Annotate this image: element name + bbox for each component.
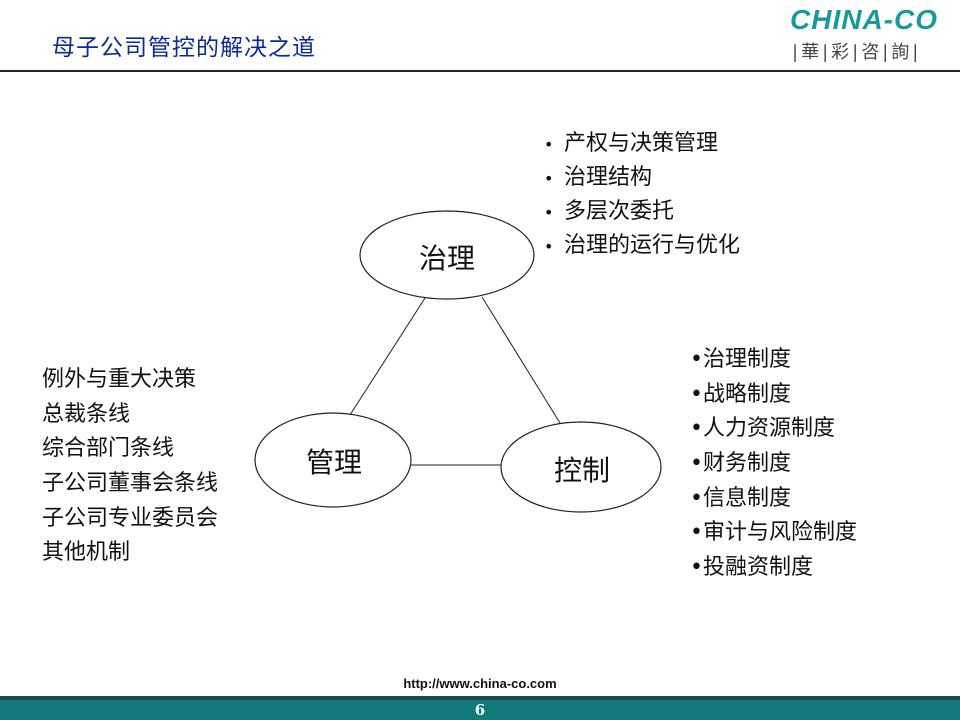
list-item: •人力资源制度 (690, 416, 835, 442)
list-item: •战略制度 (690, 381, 791, 407)
footer-bar (0, 696, 960, 720)
list-item: 例外与重大决策 (42, 367, 197, 392)
node-governance-ellipse (359, 210, 535, 300)
list-item: 子公司专业委员会 (42, 505, 219, 531)
footer-url: http://www.china-co.com (403, 676, 557, 691)
bullet-icon: • (544, 135, 554, 154)
list-item: •财务制度 (690, 451, 791, 477)
node-management-ellipse (254, 412, 412, 508)
node-management-label: 管理 (305, 446, 363, 479)
node-control-label: 控制 (553, 454, 611, 487)
node-control-ellipse (500, 421, 662, 513)
edge-governance-control (481, 296, 561, 424)
list-item: •投融资制度 (690, 555, 813, 581)
list-item: •审计与风险制度 (690, 520, 857, 546)
list-item: •治理的运行与优化 (544, 229, 740, 263)
node-governance-label: 治理 (418, 242, 476, 275)
edge-governance-management (349, 297, 426, 416)
bullet-icon: • (544, 203, 554, 222)
bullet-icon: • (544, 237, 554, 256)
list-item: 综合部门条线 (42, 436, 175, 462)
list-item: •治理制度 (690, 347, 791, 372)
list-item: •治理结构 (544, 161, 740, 195)
bullet-icon: • (544, 169, 554, 188)
list-item: 其他机制 (42, 540, 131, 566)
list-item: 总裁条线 (42, 401, 131, 427)
list-item: •多层次委托 (544, 195, 740, 229)
management-list: 例外与重大决策 总裁条线 综合部门条线 子公司董事会条线 子公司专业委员会 其他… (42, 363, 218, 571)
list-item: •产权与决策管理 (544, 127, 740, 161)
governance-list: •产权与决策管理 •治理结构 •多层次委托 •治理的运行与优化 (544, 127, 740, 263)
page-title: 母子公司管控的解决之道 (52, 35, 316, 61)
company-logo: CHINA-CO |華|彩|咨|詢| (790, 4, 960, 64)
list-item: •信息制度 (690, 485, 791, 511)
title-divider (0, 70, 960, 72)
logo-chinese-name: |華|彩|咨|詢| (792, 42, 922, 63)
control-list: •治理制度 •战略制度 •人力资源制度 •财务制度 •信息制度 •审计与风险制度… (690, 343, 857, 586)
list-item: 子公司董事会条线 (42, 471, 219, 497)
page-number: 6 (474, 701, 486, 719)
logo-wordmark: CHINA-CO (790, 4, 938, 35)
